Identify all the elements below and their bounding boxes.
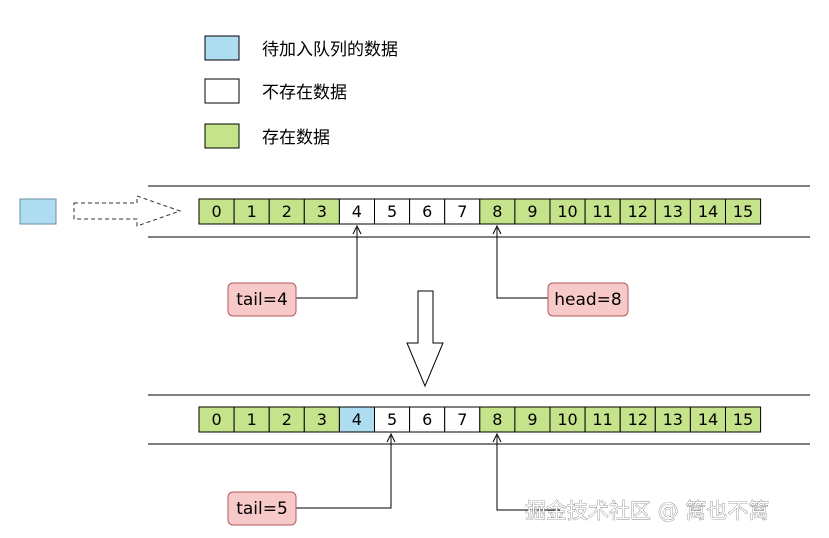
- queue-cell-index: 1: [247, 410, 257, 429]
- queue-cell: [374, 198, 411, 225]
- queue-cell: [444, 406, 481, 433]
- queue-2-head-pointer: [492, 432, 560, 511]
- queue-cell-index: 10: [557, 202, 577, 221]
- tail-pointer-line: [296, 436, 392, 509]
- queue-cell: [479, 406, 516, 433]
- queue-cell-index: 12: [628, 410, 648, 429]
- queue-cell: [233, 406, 270, 433]
- head-label: head=8: [554, 290, 622, 310]
- queue-cell-index: 2: [282, 410, 292, 429]
- legend-swatch-occupied: [204, 123, 240, 149]
- queue-cell-index: 15: [733, 202, 753, 221]
- queue-cell-index: 6: [422, 202, 432, 221]
- queue-cell: [619, 198, 656, 225]
- queue-cell-index: 6: [422, 410, 432, 429]
- queue-cell: [514, 198, 551, 225]
- legend-swatch-pending: [204, 35, 240, 61]
- queue-cell-index: 4: [352, 410, 362, 429]
- queue-cell-index: 3: [317, 202, 327, 221]
- head-label-box: [547, 282, 629, 317]
- head-pointer-arrowhead: [492, 224, 502, 235]
- queue-cell-index: 3: [317, 410, 327, 429]
- tail-label-box: [227, 491, 297, 526]
- queue-cell: [584, 198, 621, 225]
- head-pointer-line: [496, 436, 560, 511]
- incoming-element: [19, 198, 57, 225]
- queue-cell-index: 8: [492, 410, 502, 429]
- queue-cell: [198, 198, 235, 225]
- queue-cell: [268, 406, 305, 433]
- tail-pointer-line: [296, 228, 358, 299]
- tail-pointer-arrowhead: [352, 224, 362, 235]
- queue-cell-index: 1: [247, 202, 257, 221]
- queue-cell-index: 2: [282, 202, 292, 221]
- queue-cell: [303, 198, 340, 225]
- queue-cell-index: 4: [352, 202, 362, 221]
- queue-cell: [268, 198, 305, 225]
- queue-cell: [233, 198, 270, 225]
- queue-cell-index: 13: [663, 410, 683, 429]
- queue-cell-index: 0: [212, 202, 222, 221]
- queue-cell-index: 11: [592, 202, 612, 221]
- queue-cell: [725, 198, 762, 225]
- queue-2-tail-pointer: tail=5: [227, 432, 396, 526]
- queue-cell: [549, 198, 586, 225]
- tail-label: tail=4: [236, 290, 288, 310]
- legend-label-pending: 待加入队列的数据: [262, 40, 398, 60]
- queue-cell: [619, 406, 656, 433]
- queue-cell-index: 9: [527, 202, 537, 221]
- tail-label: tail=5: [236, 499, 288, 519]
- transition-down-arrow: [406, 290, 444, 388]
- queue-cell: [338, 406, 375, 433]
- head-pointer-line: [496, 228, 548, 299]
- queue-cell: [725, 406, 762, 433]
- queue-cell: [584, 406, 621, 433]
- tail-pointer-arrowhead: [386, 432, 396, 443]
- queue-cell-index: 5: [387, 410, 397, 429]
- legend-label-empty: 不存在数据: [262, 83, 347, 103]
- queue-cell-index: 10: [557, 410, 577, 429]
- queue-cell-index: 0: [212, 410, 222, 429]
- queue-cell-index: 7: [457, 202, 467, 221]
- queue-cell-index: 5: [387, 202, 397, 221]
- watermark: 掘金技术社区 @ 篱也不篱: [525, 499, 769, 523]
- legend-label-occupied: 存在数据: [262, 128, 330, 148]
- queue-cell-index: 11: [592, 410, 612, 429]
- head-pointer-arrowhead: [492, 432, 502, 443]
- queue-cell-index: 13: [663, 202, 683, 221]
- queue-cell-index: 12: [628, 202, 648, 221]
- tail-label-box: [227, 282, 297, 317]
- queue-cell-index: 14: [698, 202, 718, 221]
- incoming-dashed-arrow: [73, 195, 182, 227]
- queue-cell: [549, 406, 586, 433]
- queue-cell: [654, 406, 691, 433]
- legend: 待加入队列的数据 不存在数据 存在数据: [204, 35, 398, 149]
- queue-1-head-pointer: head=8: [492, 224, 629, 317]
- queue-cell-index: 14: [698, 410, 718, 429]
- queue-cell-index: 15: [733, 410, 753, 429]
- queue-cell-index: 8: [492, 202, 502, 221]
- queue-cell-index: 9: [527, 410, 537, 429]
- queue-cell-index: 7: [457, 410, 467, 429]
- legend-swatch-empty: [204, 78, 240, 104]
- queue-1-tail-pointer: tail=4: [227, 224, 362, 317]
- queue-cell: [374, 406, 411, 433]
